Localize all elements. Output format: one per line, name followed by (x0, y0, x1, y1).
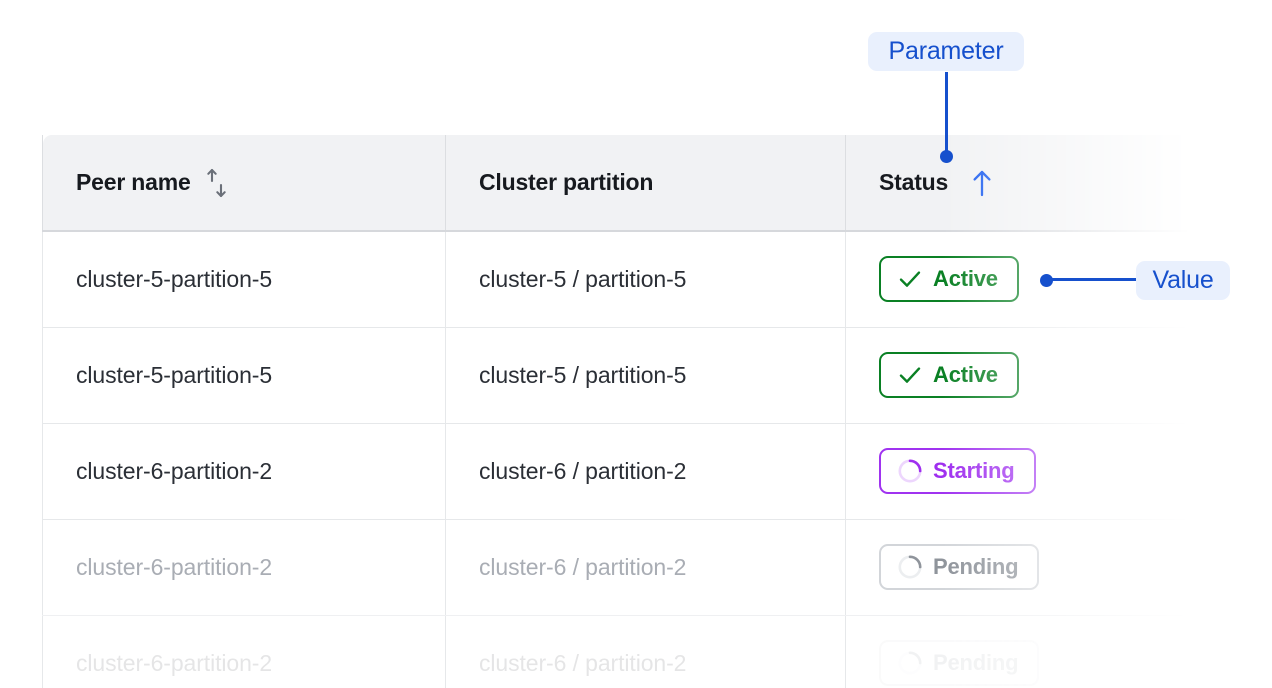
table-row[interactable]: cluster-5-partition-5 cluster-5 / partit… (42, 231, 1192, 328)
status-badge-starting: Starting (879, 448, 1036, 494)
table-header-row: Peer name (42, 135, 1192, 232)
status-badge-label: Active (933, 266, 998, 292)
column-header-cluster-partition-label: Cluster partition (479, 169, 654, 195)
status-badge-label: Pending (933, 650, 1019, 675)
column-header-peer-name[interactable]: Peer name (42, 135, 446, 232)
annotation-parameter-connector (945, 72, 948, 156)
cell-status: Pending (845, 615, 1192, 688)
status-badge-label: Pending (933, 554, 1019, 579)
table-row[interactable]: cluster-6-partition-2 cluster-6 / partit… (42, 615, 1192, 688)
check-icon (897, 266, 923, 292)
spinner-icon (897, 554, 923, 580)
cell-cluster-partition: cluster-6 / partition-2 (445, 519, 846, 616)
annotation-parameter-label: Parameter (868, 32, 1024, 71)
annotation-value-dot (1040, 274, 1053, 287)
spinner-icon (897, 650, 923, 676)
peers-table: Peer name (42, 135, 1192, 688)
status-badge-active: Active (879, 352, 1019, 398)
check-icon (897, 362, 923, 388)
column-header-peer-name-label: Peer name (76, 169, 191, 195)
table-header: Peer name (42, 135, 1192, 232)
cell-cluster-partition: cluster-6 / partition-2 (445, 615, 846, 688)
cell-peer-name: cluster-5-partition-5 (42, 231, 446, 328)
status-badge-active: Active (879, 256, 1019, 303)
column-header-status[interactable]: Status (845, 135, 1192, 232)
cell-status: Active (845, 327, 1192, 424)
status-badge-label: Active (933, 362, 998, 387)
annotation-parameter-dot (940, 150, 953, 163)
status-badge-label: Starting (933, 458, 1015, 483)
table-body: cluster-5-partition-5 cluster-5 / partit… (42, 231, 1192, 688)
cell-status: Active (845, 231, 1192, 328)
status-badge-pending: Pending (879, 640, 1040, 686)
table-row[interactable]: cluster-5-partition-5 cluster-5 / partit… (42, 327, 1192, 424)
column-header-status-label: Status (879, 169, 949, 195)
cell-peer-name: cluster-6-partition-2 (42, 519, 446, 616)
table-row[interactable]: cluster-6-partition-2 cluster-6 / partit… (42, 519, 1192, 616)
cell-peer-name: cluster-5-partition-5 (42, 327, 446, 424)
status-badge-pending: Pending (879, 544, 1040, 590)
peers-table-container: Peer name (42, 135, 1192, 688)
cell-peer-name: cluster-6-partition-2 (42, 615, 446, 688)
cell-status: Starting (845, 423, 1192, 520)
table-row[interactable]: cluster-6-partition-2 cluster-6 / partit… (42, 423, 1192, 520)
sort-both-icon[interactable] (204, 168, 230, 198)
annotation-value-label: Value (1136, 261, 1230, 300)
cell-cluster-partition: cluster-5 / partition-5 (445, 231, 846, 328)
cell-status: Pending (845, 519, 1192, 616)
cell-cluster-partition: cluster-6 / partition-2 (445, 423, 846, 520)
spinner-icon (897, 458, 923, 484)
arrow-up-icon[interactable] (970, 169, 994, 197)
annotation-value-connector (1049, 278, 1138, 281)
column-header-cluster-partition[interactable]: Cluster partition (445, 135, 846, 232)
cell-cluster-partition: cluster-5 / partition-5 (445, 327, 846, 424)
cell-peer-name: cluster-6-partition-2 (42, 423, 446, 520)
